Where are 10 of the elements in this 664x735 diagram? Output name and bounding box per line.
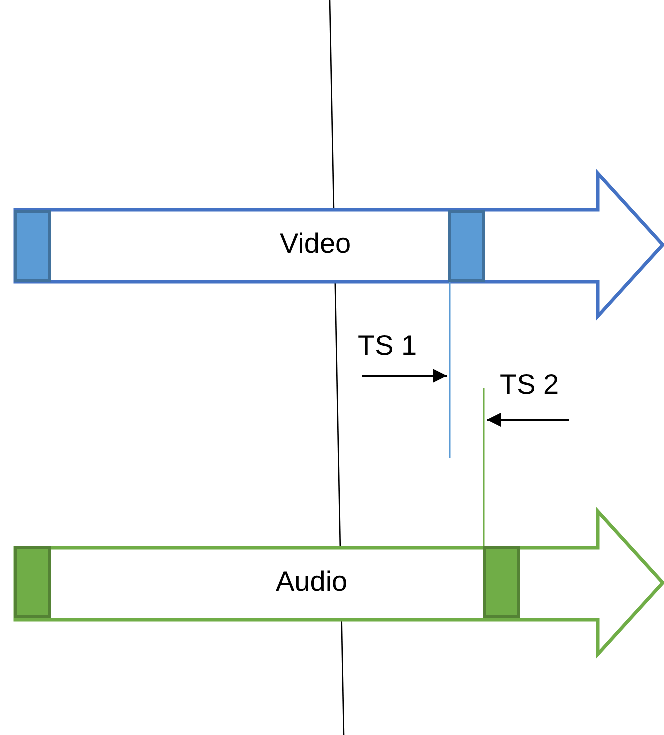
stream-label: Audio — [276, 566, 348, 598]
timeline-arrow — [14, 510, 664, 656]
frame-marker — [483, 546, 520, 618]
stream-label: Video — [280, 228, 352, 260]
timeline-arrow — [14, 172, 664, 318]
frame-marker — [448, 210, 485, 282]
frame-marker — [14, 210, 51, 282]
frame-marker — [14, 546, 51, 618]
timestamp-label: TS 2 — [500, 369, 560, 401]
timestamp-label: TS 1 — [358, 330, 418, 362]
